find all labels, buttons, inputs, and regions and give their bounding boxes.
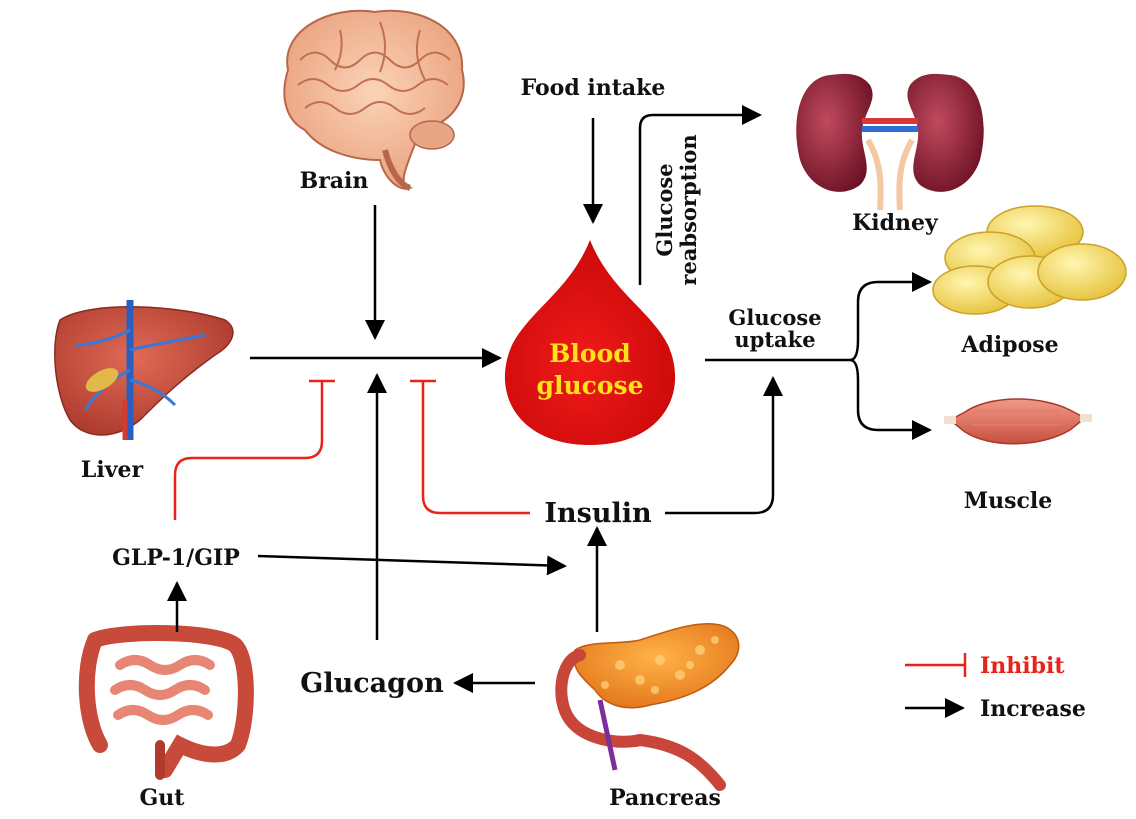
insulin-uptake-arrow bbox=[665, 376, 783, 515]
gut-label: Gut bbox=[140, 785, 186, 811]
glp1-gip-label: GLP-1/GIP bbox=[112, 545, 240, 571]
adipose-label: Adipose bbox=[960, 332, 1058, 358]
glucagon-label: Glucagon bbox=[300, 668, 444, 699]
uptake-label-line1: Glucose bbox=[728, 305, 821, 330]
blood-glucose-drop: Blood glucose bbox=[504, 240, 676, 445]
adipose-illustration bbox=[932, 205, 1127, 315]
legend: Inhibit Increase bbox=[905, 653, 1086, 722]
muscle-arrow bbox=[849, 358, 932, 440]
liver-label: Liver bbox=[81, 457, 144, 483]
blood-glucose-label-line1: Blood bbox=[549, 339, 630, 368]
pancreas-illustration bbox=[555, 622, 740, 791]
reabsorption-arrow bbox=[638, 105, 762, 285]
inhibit-lines bbox=[173, 379, 530, 520]
blood-glucose-label-line2: glucose bbox=[536, 371, 643, 400]
food-intake-label: Food intake bbox=[521, 75, 666, 101]
muscle-label: Muscle bbox=[964, 488, 1052, 514]
kidney-illustration bbox=[796, 73, 984, 211]
insulin-label: Insulin bbox=[544, 498, 652, 529]
reabsorption-label-line1: Glucose bbox=[652, 163, 677, 256]
glp1-inhibit-line bbox=[173, 381, 324, 520]
insulin-inhibit-line bbox=[421, 381, 530, 515]
increase-arrows bbox=[167, 105, 932, 693]
gut-illustration bbox=[78, 625, 254, 780]
glp1-to-pancreas-arrow bbox=[257, 554, 567, 576]
brain-label: Brain bbox=[300, 168, 369, 194]
reabsorption-label-line2: reabsorption bbox=[676, 134, 701, 285]
reabsorption-label: Glucose reabsorption bbox=[652, 134, 701, 285]
legend-inhibit-label: Inhibit bbox=[980, 653, 1065, 679]
pancreas-label: Pancreas bbox=[609, 785, 721, 811]
brain-illustration bbox=[283, 9, 465, 191]
liver-illustration bbox=[54, 300, 234, 440]
legend-increase-label: Increase bbox=[980, 696, 1086, 722]
uptake-label-line2: uptake bbox=[734, 327, 815, 352]
kidney-label: Kidney bbox=[852, 210, 939, 236]
muscle-illustration bbox=[944, 398, 1092, 445]
adipose-arrow bbox=[849, 272, 932, 362]
